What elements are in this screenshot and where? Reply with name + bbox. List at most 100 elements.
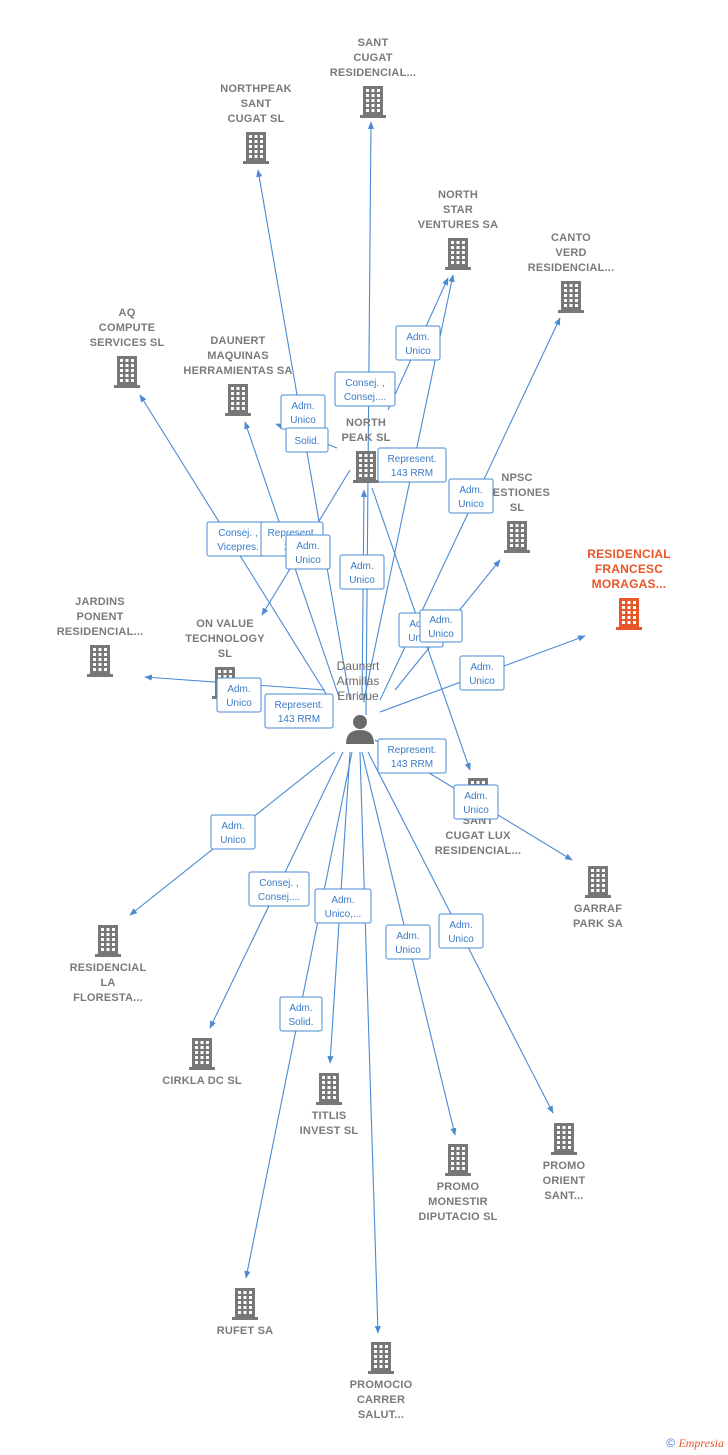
- edge-label-l10[interactable]: Adm. Unico: [339, 554, 385, 590]
- edge-label-l04[interactable]: Solid.: [285, 427, 329, 453]
- company-label-line: STAR: [443, 204, 473, 216]
- person-name-line: Armillas: [337, 674, 380, 688]
- company-node-sant-cugat-res[interactable]: SANTCUGATRESIDENCIAL...: [330, 37, 417, 118]
- company-label-line: LA: [100, 977, 115, 989]
- edge-label-l18[interactable]: Consej. ,Consej....: [248, 871, 310, 907]
- person-icon[interactable]: [346, 715, 374, 744]
- edge-label-l05[interactable]: Represent. 143 RRM: [377, 447, 447, 483]
- building-icon[interactable]: [445, 238, 471, 270]
- building-icon[interactable]: [504, 521, 530, 553]
- edge-label-l23[interactable]: Adm.Unico: [438, 913, 484, 949]
- edge-label-l15[interactable]: Represent.143 RRM: [377, 738, 447, 774]
- edge-label-l01[interactable]: Consej. ,Consej....: [334, 371, 396, 407]
- company-label-line: RESIDENCIAL...: [330, 67, 417, 79]
- building-icon[interactable]: [232, 1288, 258, 1320]
- company-label-line: DAUNERT: [210, 335, 265, 347]
- company-label-line: RESIDENCIAL: [587, 547, 671, 561]
- company-node-north-peak[interactable]: NORTHPEAK SL: [341, 417, 390, 483]
- company-label-line: MONESTIR: [428, 1196, 488, 1208]
- company-label-line: SERVICES SL: [90, 337, 165, 349]
- company-label-line: FRANCESC: [595, 562, 663, 576]
- edge-label-l22[interactable]: Adm.Solid.: [279, 996, 323, 1032]
- edge-label-l16[interactable]: Adm.Unico: [216, 677, 262, 713]
- company-node-cirkla[interactable]: CIRKLA DC SL: [162, 1038, 242, 1087]
- edge-label-l12[interactable]: Adm.Unico: [419, 609, 463, 643]
- company-label-line: NORTH: [346, 417, 386, 429]
- edge-label-text: Solid.: [288, 1017, 313, 1028]
- edge-label-text: Unico: [290, 415, 316, 426]
- company-node-francesc[interactable]: RESIDENCIALFRANCESCMORAGAS...: [587, 547, 671, 630]
- company-label-line: CUGAT SL: [227, 113, 284, 125]
- company-label-line: RESIDENCIAL...: [57, 626, 144, 638]
- edge-label-l20[interactable]: Adm. Unico: [210, 814, 256, 850]
- company-label-line: MAQUINAS: [207, 350, 269, 362]
- company-label-line: VENTURES SA: [418, 219, 498, 231]
- edge-label-text: Represent.: [388, 745, 437, 756]
- building-icon[interactable]: [551, 1123, 577, 1155]
- company-node-promo-orient[interactable]: PROMOORIENTSANT...: [543, 1123, 586, 1202]
- brand-logo[interactable]: Empresia: [678, 1436, 724, 1450]
- edge-label-l06[interactable]: Adm.Unico: [448, 478, 494, 514]
- edge-label-text: Adm.: [221, 821, 244, 832]
- edge-line-7: [360, 489, 368, 701]
- building-icon[interactable]: [87, 645, 113, 677]
- edge-label-l19[interactable]: Adm.Unico,...: [314, 888, 372, 924]
- edge-label-text: Adm.: [350, 561, 373, 572]
- building-icon[interactable]: [585, 866, 611, 898]
- company-node-canto-verd[interactable]: CANTOVERDRESIDENCIAL...: [528, 232, 615, 313]
- edge-label-l03[interactable]: Adm.Unico: [280, 394, 326, 430]
- company-label-line: TECHNOLOGY: [185, 633, 265, 645]
- company-node-floresta[interactable]: RESIDENCIALLAFLORESTA...: [70, 925, 147, 1004]
- edge-label-text: Solid.: [294, 436, 319, 447]
- edge-line-1: [365, 121, 375, 716]
- company-label-line: RESIDENCIAL...: [435, 845, 522, 857]
- company-node-jardins[interactable]: JARDINSPONENTRESIDENCIAL...: [57, 596, 144, 677]
- edge-label-l17[interactable]: Adm.Unico: [453, 784, 499, 820]
- edge-label-text: Consej. ,: [345, 378, 384, 389]
- edge-label-text: Unico: [405, 346, 431, 357]
- edge-label-l07[interactable]: Consej. ,Vicepres.: [206, 521, 270, 557]
- building-icon[interactable]: [316, 1073, 342, 1105]
- edge-label-l14[interactable]: Represent.143 RRM: [264, 693, 334, 729]
- edge-label-text: Unico: [463, 805, 489, 816]
- edge-label-text: Unico: [220, 835, 246, 846]
- company-node-rufet[interactable]: RUFET SA: [217, 1288, 274, 1337]
- building-icon[interactable]: [360, 86, 386, 118]
- edge-label-l09[interactable]: Adm.Unico: [285, 534, 331, 570]
- building-icon[interactable]: [189, 1038, 215, 1070]
- edge-label-l21[interactable]: Adm.Unico: [385, 924, 431, 960]
- building-icon[interactable]: [95, 925, 121, 957]
- building-icon[interactable]: [616, 598, 642, 630]
- company-node-promocio-carrer[interactable]: PROMOCIOCARRERSALUT...: [350, 1342, 413, 1421]
- building-icon[interactable]: [353, 451, 379, 483]
- edge-label-text: 143 RRM: [391, 468, 433, 479]
- edge-label-text: Consej. ,: [218, 528, 257, 539]
- edge-label-text: Unico: [458, 499, 484, 510]
- company-label-line: ORIENT: [543, 1175, 586, 1187]
- building-icon[interactable]: [445, 1144, 471, 1176]
- edge-label-text: Represent.: [388, 454, 437, 465]
- building-icon[interactable]: [243, 132, 269, 164]
- building-icon[interactable]: [114, 356, 140, 388]
- building-icon[interactable]: [225, 384, 251, 416]
- edge-label-text: Unico: [349, 575, 375, 586]
- person-name-line: Daunert: [337, 659, 380, 673]
- edge-label-l02[interactable]: Adm.Unico: [395, 325, 441, 361]
- edge-label-text: Adm.: [429, 615, 452, 626]
- edge-label-l13[interactable]: Adm.Unico: [459, 655, 505, 691]
- company-label-line: INVEST SL: [300, 1125, 359, 1137]
- company-label-line: CANTO: [551, 232, 591, 244]
- building-icon[interactable]: [558, 281, 584, 313]
- edge-label-text: Adm.: [470, 662, 493, 673]
- building-icon[interactable]: [368, 1342, 394, 1374]
